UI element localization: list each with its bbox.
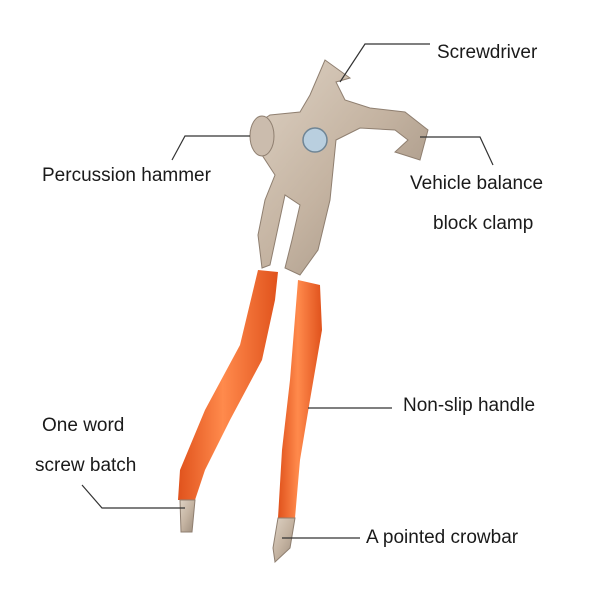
right-tip [272, 517, 296, 564]
label-non-slip-handle: Non-slip handle [403, 395, 536, 416]
label-vehicle-balance-line1: Vehicle balance [410, 173, 544, 194]
leader-screwdriver [339, 43, 430, 83]
label-one-word-line2: screw batch [35, 455, 137, 476]
left-handle [178, 270, 278, 500]
leader-percussion-hammer [171, 135, 250, 161]
label-percussion-hammer: Percussion hammer [42, 165, 211, 186]
label-pointed-crowbar: A pointed crowbar [366, 527, 519, 548]
left-tip [179, 499, 196, 533]
rivet-icon [302, 127, 328, 153]
leader-vehicle-balance [420, 136, 494, 166]
right-handle [278, 280, 322, 518]
leader-lines [81, 43, 494, 539]
hammer-face [249, 115, 275, 157]
label-vehicle-balance-line2: block clamp [433, 213, 534, 234]
label-one-word-line1: One word [42, 415, 125, 436]
label-screwdriver: Screwdriver [437, 42, 538, 63]
leader-one-word [81, 484, 185, 509]
tool-head [254, 59, 429, 276]
